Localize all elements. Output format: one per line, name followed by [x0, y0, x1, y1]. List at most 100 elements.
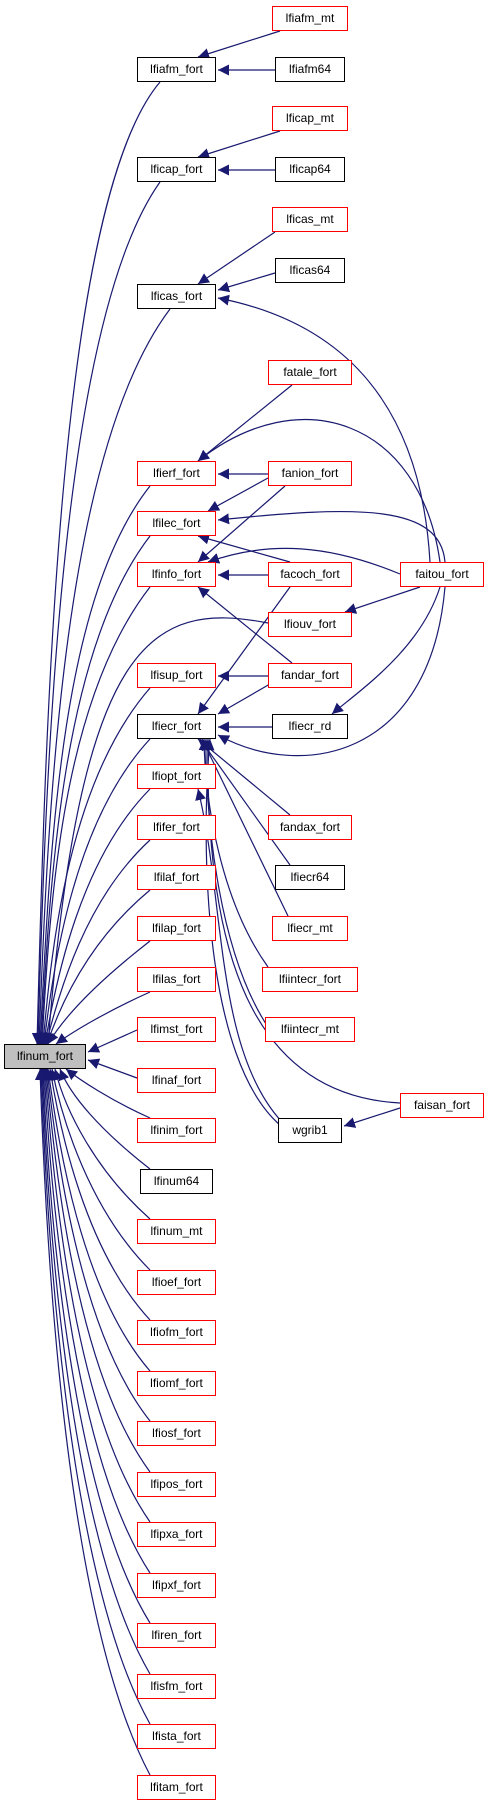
node-lfilaf_fort[interactable]: lfilaf_fort [137, 865, 216, 890]
node-lfiecr_fort[interactable]: lfiecr_fort [137, 714, 216, 739]
edge-lfiafm_fort-lfinum [31, 81, 161, 1045]
node-lfimst_fort[interactable]: lfimst_fort [137, 1017, 216, 1042]
node-lfiecr64[interactable]: lfiecr64 [275, 865, 345, 890]
edge-fandar-lfinfo [197, 586, 293, 664]
node-fandar_fort[interactable]: fandar_fort [268, 663, 352, 688]
edge-lfiintecr_fort-lfiecr [198, 738, 269, 968]
edge-faitou-lfierf [197, 419, 441, 563]
edge-lfista_fort-lfinum [35, 1068, 151, 1725]
node-lficap64[interactable]: lficap64 [275, 157, 345, 182]
node-lfinum_fort: lfinum_fort [4, 1044, 86, 1069]
edge-lfinfo_fort-lfinum [37, 586, 151, 1045]
node-lfiafm64[interactable]: lfiafm64 [275, 57, 345, 82]
edge-lfinum_mt-lfinum [52, 1068, 151, 1220]
edge-lfiosf_fort-lfinum [42, 1068, 151, 1422]
edge-facoch-lfilec [197, 533, 291, 563]
node-lfilec_fort[interactable]: lfilec_fort [137, 511, 216, 536]
edge-fandax-lfiecr [197, 738, 291, 816]
node-fandax_fort[interactable]: fandax_fort [268, 815, 352, 840]
edge-lficas_mt-lficas_fort [197, 231, 276, 285]
edge-lfiopt_fort-lfinum [41, 788, 151, 1045]
edge-fanion-lfilec [207, 477, 269, 512]
edge-faitou-lfiouv [344, 586, 421, 614]
node-lficap_mt[interactable]: lficap_mt [272, 106, 348, 131]
node-lficas64[interactable]: lficas64 [275, 258, 345, 283]
edge-lfioef_fort-lfinum [48, 1068, 151, 1271]
edge-lfilec_fort-lfinum [36, 535, 151, 1045]
edge-lfiofm_fort-lfinum [46, 1068, 151, 1321]
node-lfipxf_fort[interactable]: lfipxf_fort [137, 1573, 216, 1598]
edge-lfinim_fort-lfinum [65, 1068, 151, 1119]
node-lfinum_mt[interactable]: lfinum_mt [137, 1219, 216, 1244]
edge-lficas64-lficas_fort [217, 272, 276, 293]
node-lfiosf_fort[interactable]: lfiosf_fort [137, 1421, 216, 1446]
edge-lfiafm_mt-lfiafm_fort [197, 30, 281, 59]
node-lfiomf_fort[interactable]: lfiomf_fort [137, 1371, 216, 1396]
edge-lfiouv-lfinum [43, 617, 269, 1045]
node-lfinum64[interactable]: lfinum64 [140, 1169, 213, 1194]
node-lfierf_fort[interactable]: lfierf_fort [137, 461, 216, 486]
edge-lfiecr_fort-lfinum [39, 738, 151, 1045]
node-lfiafm_mt[interactable]: lfiafm_mt [272, 6, 348, 31]
node-faitou_fort[interactable]: faitou_fort [400, 562, 484, 587]
node-lfioef_fort[interactable]: lfioef_fort [137, 1270, 216, 1295]
edge-lfifer_fort-lfinum [43, 839, 151, 1045]
node-lficas_fort[interactable]: lficas_fort [137, 284, 216, 309]
node-lfisfm_fort[interactable]: lfisfm_fort [137, 1674, 216, 1699]
node-faisan_fort[interactable]: faisan_fort [400, 1093, 484, 1118]
node-lfista_fort[interactable]: lfista_fort [137, 1724, 216, 1749]
edge-lfierf_fort-lfinum [35, 485, 151, 1045]
edge-lficap_fort-lfinum [32, 181, 161, 1045]
edge-lfinaf_fort-lfinum [87, 1058, 138, 1079]
node-lfipxa_fort[interactable]: lfipxa_fort [137, 1522, 216, 1547]
node-lfiafm_fort[interactable]: lfiafm_fort [137, 57, 216, 82]
edge-lfisup_fort-lfinum [38, 687, 151, 1045]
edge-lfinum64-lfinum [58, 1068, 151, 1170]
node-lfiintecr_fort[interactable]: lfiintecr_fort [262, 967, 358, 992]
node-lfiopt_fort[interactable]: lfiopt_fort [137, 764, 216, 789]
edge-lfilaf_fort-lfinum [45, 889, 151, 1045]
edge-lfipxa_fort-lfinum [40, 1068, 151, 1523]
node-lfiofm_fort[interactable]: lfiofm_fort [137, 1320, 216, 1345]
edge-faitou-lfinfo [207, 547, 401, 575]
edge-lfiren_fort-lfinum [37, 1068, 151, 1624]
node-lficap_fort[interactable]: lficap_fort [137, 157, 216, 182]
edge-lfitam_fort-lfinum [34, 1068, 151, 1776]
node-lfisup_fort[interactable]: lfisup_fort [137, 663, 216, 688]
edge-lficap_mt-lficap_fort [197, 130, 281, 159]
edge-fanion-lfinfo [197, 485, 286, 563]
node-wgrib1[interactable]: wgrib1 [278, 1118, 342, 1143]
edge-faitou-lfilec [217, 510, 446, 563]
edge-facoch-lfiecr [197, 586, 291, 715]
node-lfiecr_rd[interactable]: lfiecr_rd [272, 714, 348, 739]
edge-fatale-lfierf [197, 384, 293, 462]
node-lfiecr_mt[interactable]: lfiecr_mt [272, 916, 348, 941]
node-lfiintecr_mt[interactable]: lfiintecr_mt [265, 1017, 355, 1042]
node-lfilap_fort[interactable]: lfilap_fort [137, 916, 216, 941]
node-lfiouv_fort[interactable]: lfiouv_fort [268, 612, 352, 637]
edge-lfipos_fort-lfinum [41, 1068, 151, 1473]
node-lfilas_fort[interactable]: lfilas_fort [137, 967, 216, 992]
edge-lfilas_fort-lfinum [55, 991, 151, 1045]
node-fanion_fort[interactable]: fanion_fort [268, 461, 352, 486]
node-lficas_mt[interactable]: lficas_mt [272, 207, 348, 232]
edge-lfisfm_fort-lfinum [36, 1068, 151, 1675]
node-lfinim_fort[interactable]: lfinim_fort [137, 1118, 216, 1143]
edge-layer [31, 30, 446, 1776]
node-lfifer_fort[interactable]: lfifer_fort [137, 815, 216, 840]
node-facoch_fort[interactable]: facoch_fort [268, 562, 352, 587]
edge-lfipxf_fort-lfinum [39, 1068, 151, 1574]
node-lfiren_fort[interactable]: lfiren_fort [137, 1623, 216, 1648]
edge-lfiecr_mt-lfiecr [201, 738, 289, 917]
edge-lfimst_fort-lfinum [87, 1029, 138, 1053]
edge-faisan-wgrib1 [343, 1107, 401, 1128]
edge-faitou-lfiecr_rd [331, 586, 441, 715]
node-lfitam_fort[interactable]: lfitam_fort [137, 1775, 216, 1800]
edge-lfilap_fort-lfinum [47, 940, 151, 1045]
node-fatale_fort[interactable]: fatale_fort [268, 360, 352, 385]
node-lfinfo_fort[interactable]: lfinfo_fort [137, 562, 216, 587]
node-lfipos_fort[interactable]: lfipos_fort [137, 1472, 216, 1497]
node-lfinaf_fort[interactable]: lfinaf_fort [137, 1068, 216, 1093]
edge-lfiomf_fort-lfinum [44, 1068, 151, 1372]
